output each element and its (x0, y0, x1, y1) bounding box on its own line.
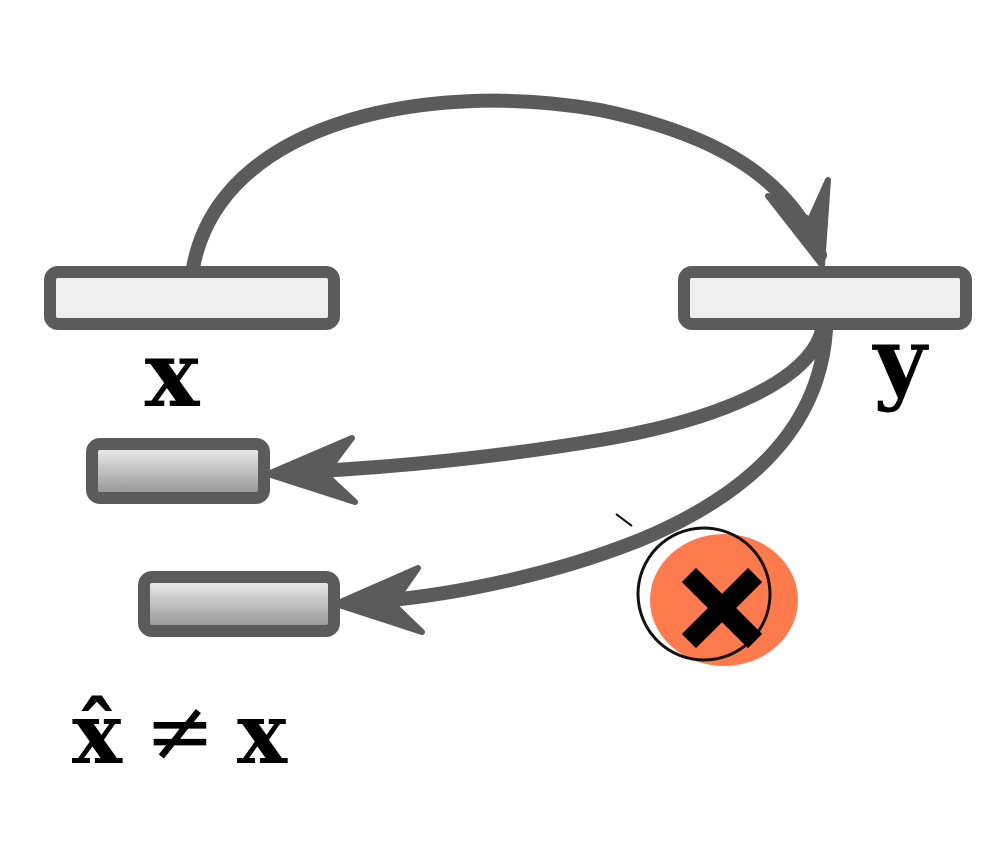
label-x-rhs: x (237, 684, 288, 783)
arc-x-to-y (186, 93, 827, 275)
arc-y-to-upper-reconstruction (293, 323, 829, 479)
box-reconstruction-upper (86, 438, 270, 504)
arrowhead-y (765, 177, 831, 268)
error-badge (636, 526, 798, 666)
box-x (44, 266, 340, 330)
label-y: y (871, 306, 929, 414)
label-neq: ≠ (145, 682, 215, 780)
box-y (678, 266, 972, 330)
label-x: x (145, 320, 201, 428)
box-reconstruction-lower (138, 571, 340, 637)
error-badge-outline (636, 526, 772, 662)
arc-y-to-lower-reconstruction (363, 323, 833, 609)
equation-xhat-neq-x: x̂ ≠ x (72, 682, 288, 783)
arrowhead-upper-reconstruction (265, 435, 358, 505)
tick-mark (615, 513, 633, 527)
arrowhead-lower-reconstruction (333, 565, 425, 635)
cross-icon (681, 567, 763, 649)
label-x-hat: x̂ (72, 684, 123, 783)
